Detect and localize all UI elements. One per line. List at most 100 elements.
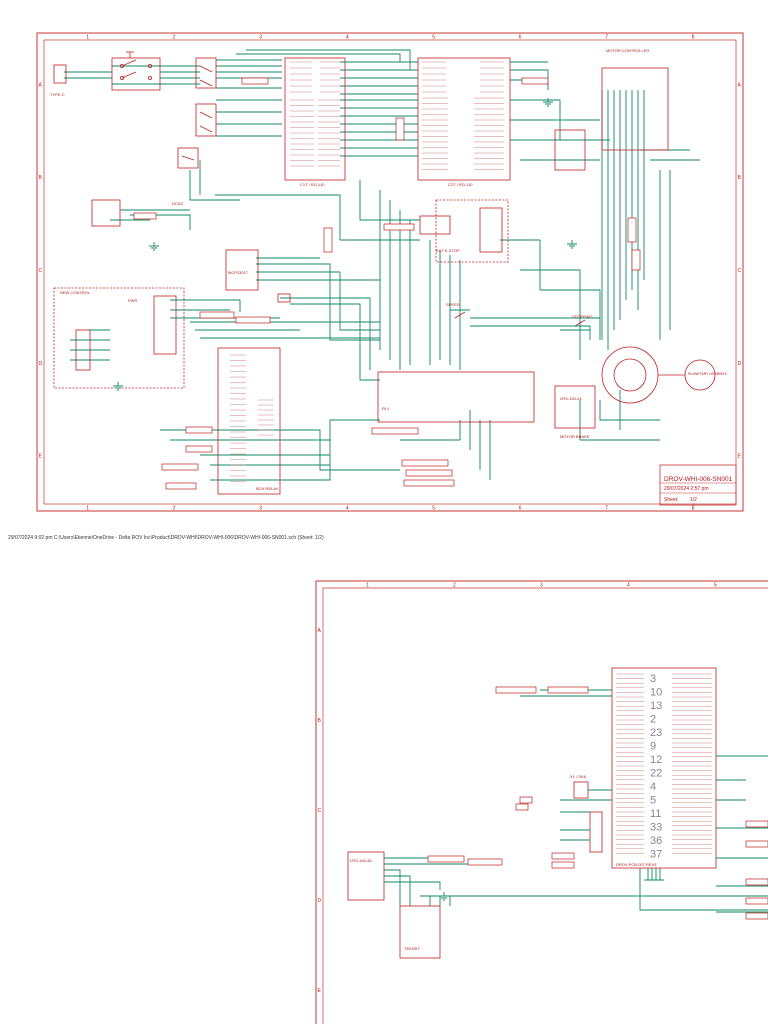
connector-j5 (589, 811, 603, 853)
sheet1-ground-symbols (113, 98, 577, 391)
bch-relay (217, 347, 281, 495)
main-board-pin-number: 37 (650, 849, 662, 861)
label-c1: C1T / RO-110 (300, 182, 325, 187)
estop-switch (419, 215, 451, 235)
sheet1-frame-inner (43, 39, 737, 505)
main-board-pin-number: 22 (650, 768, 662, 780)
sheet2-frame-outer (315, 580, 768, 1024)
label-bch: BCH RELAY (256, 486, 279, 491)
label-dcdc: DCDC (172, 201, 184, 206)
main-board-pin-number: 23 (650, 727, 662, 739)
sheet1-row-label: D (39, 361, 43, 367)
sheet1-row-label: B (738, 175, 742, 181)
sheet1-components (53, 51, 716, 495)
sheet1-col-label: 4 (346, 35, 349, 41)
label-new-control: NEW CONTROL (60, 290, 91, 295)
sheet2-wires (384, 689, 768, 913)
sheet2-row-label: A (318, 628, 322, 634)
main-board-pin-number: 10 (650, 687, 662, 699)
sheet1-col-label: 6 (519, 35, 522, 41)
sheet1-col-label: 7 (605, 506, 608, 512)
label-lrs: LRS-150-24 (560, 396, 582, 401)
sheet1-col-label: 8 (692, 506, 695, 512)
sheet2-row-label: D (318, 898, 322, 904)
sheet1-row-label: A (39, 82, 43, 88)
label-teensy: TEENSY (404, 946, 420, 951)
sheet1-col-label: 4 (346, 506, 349, 512)
label-c2: C2T / RO-110 (448, 182, 473, 187)
main-board-pin-number: 4 (650, 781, 656, 793)
sheet1-row-label: C (738, 268, 742, 274)
label-lrs-48: LRS-150-48 (350, 858, 372, 863)
relay-bank (377, 371, 535, 423)
sheet2-row-label: E (318, 988, 322, 994)
label-motor-brake: MOTOR BRAKE (560, 434, 590, 439)
main-board-pin-number: 9 (650, 741, 656, 753)
title-block-sheet-label: Sheet: (664, 497, 678, 503)
label-planetary: PLANETARY GEARBOX (688, 372, 727, 376)
sheet1-col-label: 5 (432, 35, 435, 41)
connector-x1 (573, 781, 589, 799)
label-x1: X1 / SK6 (570, 774, 587, 779)
sheet1-col-label: 1 (86, 506, 89, 512)
sheet1-col-label: 5 (432, 506, 435, 512)
sheet1-row-label: A (738, 82, 742, 88)
sheet2-col-label: 5 (714, 583, 717, 589)
estop-relay (479, 207, 503, 253)
print-footer: 29/07/2024 9:02 pm C:\Users\Etienne\OneD… (8, 535, 324, 541)
main-board-pin-number: 12 (650, 754, 662, 766)
sheet2-col-label: 1 (366, 583, 369, 589)
sheet1-col-label: 1 (86, 35, 89, 41)
lrs-supply (554, 385, 596, 429)
relay-cb1 (195, 57, 217, 89)
main-switch (111, 57, 161, 91)
title-block-sheet-value: 1/2 (690, 497, 697, 503)
relay-cb2 (195, 103, 217, 137)
sheet1-col-label: 3 (259, 506, 262, 512)
teensy-module (399, 905, 441, 959)
main-board-pin-number: 13 (650, 700, 662, 712)
main-board-pin-number: 36 (650, 835, 662, 847)
label-estop: EXT E-STOP (436, 248, 460, 253)
label-speed: SPEED (446, 302, 460, 307)
label-pwr: PWR (128, 298, 137, 303)
sheet1-row-label: D (738, 361, 742, 367)
pot-box (75, 329, 91, 371)
sheet1-col-label: 3 (259, 35, 262, 41)
label-main-board: DROV-PCB-007 REV5 (616, 862, 657, 867)
main-board (611, 667, 717, 869)
label-stopping: STOPPING (572, 314, 593, 319)
main-board-pin-number: 11 (650, 808, 661, 820)
sheet2-row-label: C (318, 808, 322, 814)
connector-pwr (153, 295, 177, 355)
title-block-name: DROV-WHI-006-SN001 (664, 476, 733, 483)
title-block: DROV-WHI-006-SN001 29/07/2024 2:57 pm Sh… (659, 464, 737, 506)
sheet1-row-label: E (39, 454, 43, 460)
sheet1-col-label: 7 (605, 35, 608, 41)
main-board-pin-number: 3 (650, 673, 656, 685)
sheet1-row-label: B (39, 175, 43, 181)
main-board-pin-number: 2 (650, 714, 656, 726)
label-typec: TYPE-C (50, 92, 65, 97)
controller-c2 (417, 57, 511, 181)
sheet1-col-label: 2 (173, 506, 176, 512)
title-block-date: 29/07/2024 2:57 pm (664, 486, 708, 492)
sheet2-col-label: 4 (627, 583, 630, 589)
label-mcp: MCP23017 (228, 270, 249, 275)
sheet2-labels: LRS-150-48 TEENSY DROV-PCB-007 REV5 X1 /… (350, 774, 657, 951)
sheet1-row-label: E (738, 454, 742, 460)
relay-rw (177, 147, 199, 169)
sheet1-row-label: C (39, 268, 43, 274)
sheet1-col-label: 2 (173, 35, 176, 41)
dcdc-module (91, 199, 121, 227)
sheet1-labels: MOTOR CONTROLLER EXT E-STOP NEW CONTROL … (50, 48, 727, 491)
estop-frame (435, 199, 509, 263)
sheet2-frame-inner (322, 587, 768, 1024)
main-board-fine-print (616, 673, 712, 854)
main-board-pin-number: 33 (650, 822, 662, 834)
label-rly: RLY (382, 406, 390, 411)
controller-c1 (284, 57, 346, 181)
